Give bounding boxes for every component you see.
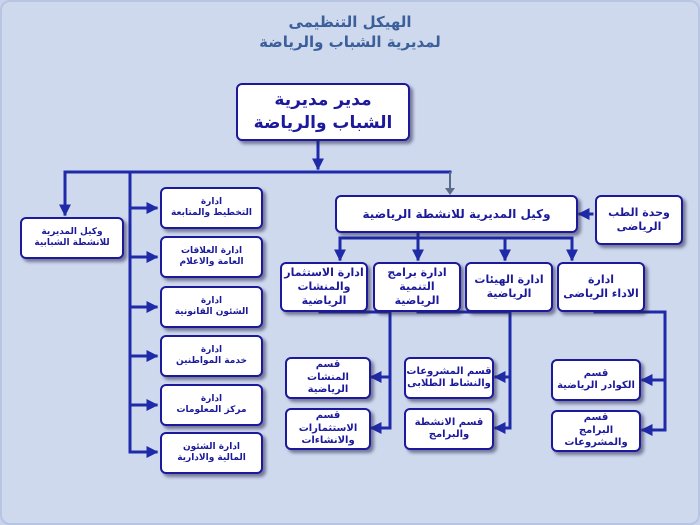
admin-dept-line2: الشئون القانونية <box>174 307 249 317</box>
section-line1: قسم المشروعات <box>406 365 492 377</box>
youth-deputy-box: وكيل المديرية للانشطة الشبابية <box>20 217 124 259</box>
director-title-line2: الشباب والرياضة <box>253 113 393 133</box>
section-line2: والنشاط الطلابى <box>407 378 491 389</box>
youth-deputy-line2: للانشطة الشبابية <box>34 238 110 248</box>
sports-dept-line1: ادارة الاستثمار <box>284 266 364 280</box>
section-line1: قسم <box>583 412 609 424</box>
section-line2: المنشات الرياضية <box>307 371 349 396</box>
sports-dept-line1: ادارة برامج <box>387 266 447 280</box>
section-line1: قسم <box>315 359 341 371</box>
admin-dept-line2: مركز المعلومات <box>176 405 247 415</box>
sports-medicine-line1: وحدة الطب <box>608 206 670 220</box>
sports-medicine-box: وحدة الطب الرياضى <box>595 195 683 245</box>
sports-dept-performance: ادارة الاداء الرياضى <box>557 262 645 312</box>
admin-dept-line2: التخطيط والمتابعة <box>171 208 252 218</box>
admin-dept-citizen-service: ادارة خدمة المواطنين <box>160 335 263 377</box>
section-line1: قسم الانشطة <box>414 416 484 428</box>
section-sports-cadres: قسم الكوادر الرياضية <box>551 359 641 401</box>
sports-dept-line2: الرياضية <box>486 287 532 300</box>
sports-dept-line2: الاداء الرياضى <box>563 287 639 300</box>
admin-dept-line1: ادارة <box>200 344 223 355</box>
section-investments: قسم الاستثمارات والانشاءات <box>285 408 371 450</box>
admin-dept-line1: ادارة <box>200 393 223 404</box>
admin-dept-line2: العامة والاعلام <box>179 257 244 267</box>
admin-dept-line1: ادارة العلاقات <box>180 245 243 256</box>
admin-dept-information-center: ادارة مركز المعلومات <box>160 384 263 426</box>
sports-dept-line1: ادارة الهيئات <box>474 273 544 287</box>
director-title-line1: مدير مديرية <box>274 90 372 111</box>
admin-dept-line1: ادارة الشئون <box>182 441 241 452</box>
sports-dept-line2: والمنشات الرياضية <box>297 280 351 307</box>
admin-dept-line1: ادارة <box>200 196 223 207</box>
admin-dept-legal: ادارة الشئون القانونية <box>160 286 263 328</box>
sports-dept-line1: ادارة <box>588 273 615 287</box>
director-box: مدير مديرية الشباب والرياضة <box>236 83 410 141</box>
admin-dept-line2: خدمة المواطنين <box>176 356 247 366</box>
section-line2: البرامج والمشروعات <box>564 424 628 449</box>
section-line2: الكوادر الرياضية <box>557 380 635 391</box>
sports-dept-bodies: ادارة الهيئات الرياضية <box>465 262 553 312</box>
admin-dept-line1: ادارة <box>200 295 223 306</box>
section-programs-projects: قسم البرامج والمشروعات <box>551 410 641 452</box>
section-line1: قسم الاستثمارات <box>298 410 358 434</box>
sports-medicine-line2: الرياضى <box>616 220 662 233</box>
chart-title: الهيكل التنظيمى <box>288 13 412 31</box>
sports-deputy-label: وكيل المديرية للانشطة الرياضية <box>362 206 551 221</box>
admin-dept-planning: ادارة التخطيط والمتابعة <box>160 187 263 229</box>
sports-dept-development-programs: ادارة برامج التنمية الرياضية <box>373 262 461 312</box>
section-sports-facilities: قسم المنشات الرياضية <box>285 357 371 399</box>
admin-dept-public-relations: ادارة العلاقات العامة والاعلام <box>160 236 263 278</box>
chart-subtitle: لمديرية الشباب والرياضة <box>259 33 441 51</box>
admin-dept-finance: ادارة الشئون المالية والادارية <box>160 432 263 474</box>
youth-deputy-line1: وكيل المديرية <box>41 226 103 237</box>
section-activities-programs: قسم الانشطة والبرامج <box>404 408 494 450</box>
section-line2: والبرامج <box>428 429 470 440</box>
section-line2: والانشاءات <box>301 435 355 447</box>
sports-dept-investment: ادارة الاستثمار والمنشات الرياضية <box>280 262 368 312</box>
sports-deputy-arrow <box>445 188 455 195</box>
sports-dept-line2: التنمية الرياضية <box>394 280 440 307</box>
sports-deputy-box: وكيل المديرية للانشطة الرياضية <box>335 195 578 233</box>
section-student-activity: قسم المشروعات والنشاط الطلابى <box>404 357 494 399</box>
admin-dept-line2: المالية والادارية <box>177 453 246 463</box>
section-line1: قسم <box>583 367 609 379</box>
